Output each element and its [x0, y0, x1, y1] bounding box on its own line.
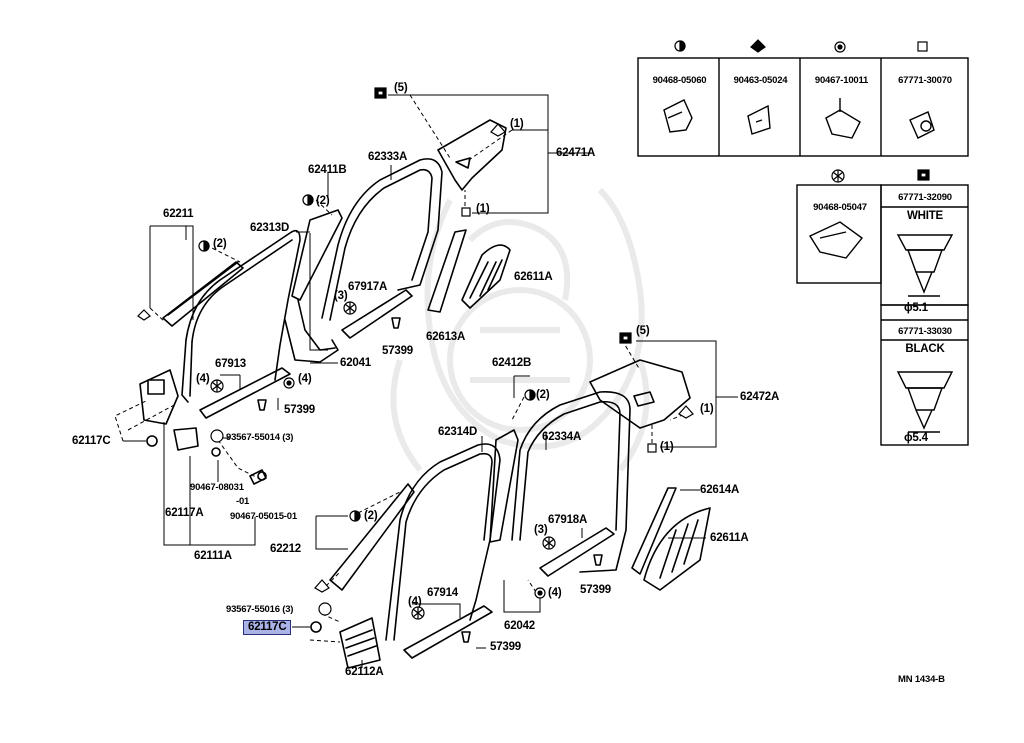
part-number-57399[interactable]: 57399 [580, 584, 611, 596]
clip-color-label: WHITE [906, 210, 944, 222]
clip-part-number[interactable]: 90463-05024 [733, 75, 788, 86]
roof-side-62471A [437, 119, 507, 191]
pillar-62411B [291, 209, 343, 301]
part-number-62314D[interactable]: 62314D [438, 426, 478, 438]
clip-diameter: ϕ5.4 [904, 432, 928, 444]
qty-label: (4) [298, 373, 312, 385]
sill-67914 [403, 605, 493, 659]
qty-label: (2) [316, 195, 330, 207]
pillar-62412B [489, 429, 519, 543]
clip-diameter: ϕ5.1 [904, 302, 928, 314]
clip-part-number[interactable]: 90468-05060 [652, 75, 707, 86]
watermark-emblem [390, 187, 650, 472]
roof-side-62472A [589, 359, 691, 429]
part-number-62117C[interactable]: 62117C [72, 435, 111, 447]
part-number-62611A[interactable]: 62611A [710, 532, 749, 544]
qty-label: (5) [394, 82, 408, 94]
sill-67918A [539, 527, 615, 577]
part-number-62611A[interactable]: 62611A [514, 271, 553, 283]
part-number-67914[interactable]: 67914 [427, 587, 458, 599]
qty-label: (1) [510, 118, 524, 130]
bracket-62117C [139, 369, 179, 425]
part-number-67917A[interactable]: 67917A [348, 281, 388, 293]
sill-67913 [199, 367, 291, 419]
part-number-62112A[interactable]: 62112A [345, 666, 384, 678]
diagram-code: MN 1434-B [898, 674, 945, 685]
cover-62611A [461, 244, 511, 309]
bracket-62117A [173, 427, 199, 451]
qty-label: (4) [408, 596, 422, 608]
qty-label: (2) [536, 389, 550, 401]
trim-62614A [631, 487, 677, 575]
sill-67917A [341, 289, 413, 339]
part-number-62211[interactable]: 62211 [163, 208, 194, 220]
clip-part-number[interactable]: 67771-33030 [898, 326, 952, 337]
part-number-62111A[interactable]: 62111A [194, 550, 232, 562]
part-number-57399[interactable]: 57399 [382, 345, 413, 357]
clip-part-number[interactable]: 90468-05047 [813, 202, 867, 213]
clip-part-number[interactable]: 67771-30070 [898, 75, 952, 86]
part-number-62042[interactable]: 62042 [504, 620, 535, 632]
clip-part-number[interactable]: 67771-32090 [898, 192, 952, 203]
part-number-90467-08031[interactable]: 90467-08031 [190, 482, 244, 493]
clip-part-number[interactable]: 90467-10011 [814, 75, 869, 86]
part-number-62471A[interactable]: 62471A [556, 147, 596, 159]
cover-62611A-rear [643, 507, 711, 591]
part-number-90467-05015-01[interactable]: 90467-05015-01 [230, 511, 297, 522]
part-number-62212[interactable]: 62212 [270, 543, 301, 555]
bracket-62112A [339, 617, 381, 669]
part-number-62313D[interactable]: 62313D [250, 222, 290, 234]
qty-label: (1) [476, 203, 490, 215]
part-number-62333A[interactable]: 62333A [368, 151, 408, 163]
part-number-62117C-highlighted[interactable]: 62117C [243, 620, 292, 635]
qty-label: (3) [334, 290, 348, 302]
qty-label: (1) [700, 403, 714, 415]
part-number-62472A[interactable]: 62472A [740, 391, 780, 403]
qty-label: (5) [636, 325, 650, 337]
clip-color-label: BLACK [905, 343, 945, 355]
qty-label: (3) [534, 524, 548, 536]
weatherstrip-62334A [511, 391, 631, 573]
part-number-62411B[interactable]: 62411B [308, 164, 347, 176]
part-number-suffix: -01 [236, 496, 250, 507]
weatherstrip-62333A [321, 158, 443, 319]
part-number-67918A[interactable]: 67918A [548, 514, 588, 526]
weatherstrip-62314D [385, 443, 501, 641]
qty-label: (4) [196, 373, 210, 385]
trim-62613A [427, 229, 467, 313]
part-number-67913[interactable]: 67913 [215, 358, 246, 370]
clip-table-row1 [637, 57, 969, 157]
qty-label: (2) [213, 238, 227, 250]
part-number-57399[interactable]: 57399 [490, 641, 521, 653]
part-number-93567-55014[interactable]: 93567-55014 (3) [226, 432, 294, 443]
part-number-62412B[interactable]: 62412B [492, 357, 532, 369]
garnish-62211-part [162, 261, 244, 327]
part-number-62117A[interactable]: 62117A [165, 507, 204, 519]
part-number-62613A[interactable]: 62613A [426, 331, 466, 343]
part-number-62334A[interactable]: 62334A [542, 431, 582, 443]
part-number-62041[interactable]: 62041 [340, 357, 371, 369]
qty-label: (1) [660, 441, 674, 453]
garnish-62212 [329, 483, 415, 591]
part-number-57399[interactable]: 57399 [284, 404, 315, 416]
part-number-93567-55016[interactable]: 93567-55016 (3) [226, 604, 294, 615]
part-number-62614A[interactable]: 62614A [700, 484, 740, 496]
qty-label: (2) [364, 510, 378, 522]
qty-label: (4) [548, 587, 562, 599]
